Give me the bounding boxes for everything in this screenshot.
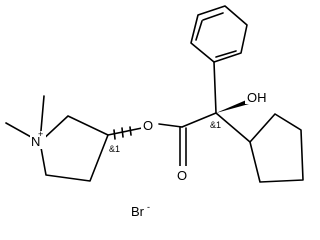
bond-phenyl-stereocenter bbox=[213, 61, 217, 114]
pyrrolidinium-ring bbox=[39, 115, 109, 182]
structure-diagram: OH O O N + Br - &1 &1 bbox=[5, 5, 304, 219]
bromide-label: Br bbox=[131, 204, 145, 219]
bromide-charge: - bbox=[147, 202, 150, 212]
phenyl-ring bbox=[190, 5, 248, 63]
nitrogen-label: N bbox=[31, 134, 40, 149]
carbonyl-double-bond bbox=[179, 126, 187, 173]
hashed-bond-ester bbox=[107, 126, 143, 140]
bond-carbonyl-ester-o bbox=[158, 123, 183, 128]
center-stereo-label: &1 bbox=[210, 120, 221, 130]
carbonyl-oxygen-label: O bbox=[177, 168, 187, 183]
nitrogen-charge: + bbox=[38, 129, 43, 139]
ring-stereo-label: &1 bbox=[109, 144, 120, 154]
cyclopentyl-ring bbox=[215, 112, 304, 183]
ester-oxygen-label: O bbox=[143, 118, 153, 133]
wedge-bond-oh bbox=[216, 98, 251, 113]
hydroxyl-label: OH bbox=[247, 90, 267, 105]
bond-stereocenter-carbonyl bbox=[181, 112, 217, 128]
